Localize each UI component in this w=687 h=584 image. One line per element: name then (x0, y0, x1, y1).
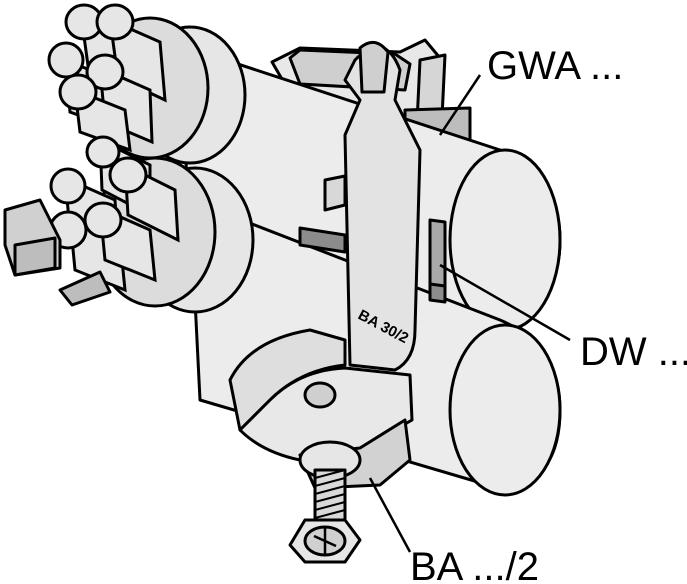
clamp-screw (288, 440, 362, 564)
callout-dw: DW ... (580, 330, 687, 374)
lower-conductor-bundle (48, 135, 180, 293)
leader-line-ba (368, 477, 412, 553)
callout-ba: BA .../2 (410, 545, 539, 584)
callout-gwa: GWA ... (487, 44, 623, 88)
distance-bracket (298, 174, 447, 304)
rail-left-end (3, 198, 112, 307)
leader-line-gwa (438, 74, 482, 136)
upper-conductor-bundle (47, 3, 167, 153)
leader-line-dw (439, 263, 571, 342)
leader-lines (368, 74, 571, 553)
